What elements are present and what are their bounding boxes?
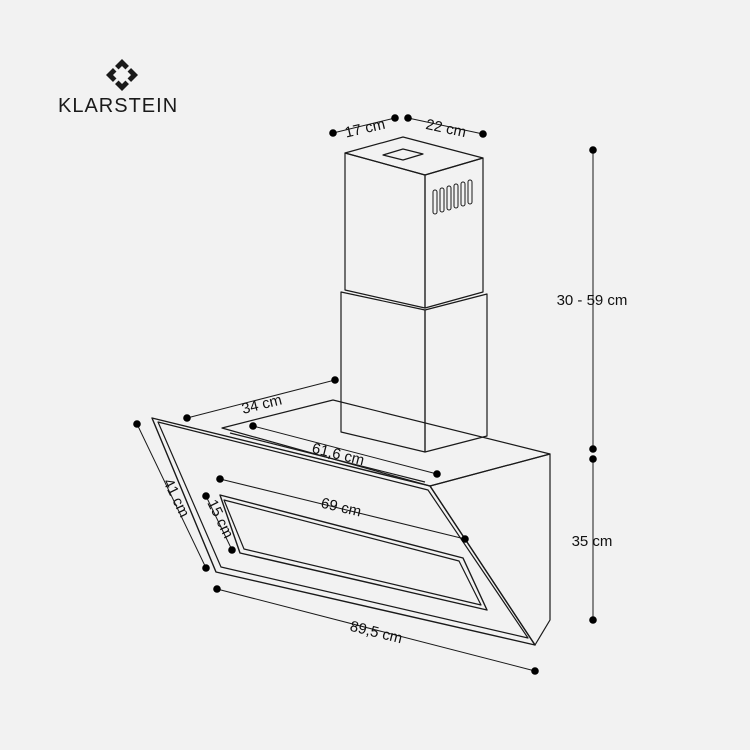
dim-endpoint bbox=[249, 422, 257, 430]
dim-line-glass-height bbox=[205, 495, 233, 551]
dim-endpoint bbox=[183, 414, 191, 422]
dim-endpoint bbox=[589, 445, 597, 453]
dim-endpoint bbox=[531, 667, 539, 675]
dim-endpoint bbox=[461, 535, 469, 543]
dim-line-hood-width-top bbox=[252, 425, 438, 475]
chimney-upper bbox=[344, 136, 484, 309]
hood-side-panel bbox=[429, 453, 551, 646]
dim-endpoint bbox=[329, 129, 337, 137]
dim-endpoint bbox=[589, 616, 597, 624]
dim-line-chimney-depth bbox=[332, 117, 396, 134]
label-glass-width: 69 cm bbox=[319, 495, 363, 521]
dim-endpoint bbox=[216, 475, 224, 483]
dim-endpoint bbox=[133, 420, 141, 428]
dim-line-glass-width bbox=[219, 478, 466, 540]
label-hood-height: 35 cm bbox=[572, 533, 613, 550]
dim-endpoint bbox=[391, 114, 399, 122]
dim-endpoint bbox=[228, 546, 236, 554]
dim-endpoint bbox=[202, 492, 210, 500]
dim-line-panel-height bbox=[136, 423, 207, 569]
dim-line-chimney-width bbox=[407, 117, 484, 135]
dim-endpoint bbox=[589, 455, 597, 463]
dim-endpoint bbox=[202, 564, 210, 572]
dim-endpoint bbox=[589, 146, 597, 154]
dim-endpoint bbox=[404, 114, 412, 122]
label-chimney-width: 22 cm bbox=[424, 116, 468, 141]
brand-name: KLARSTEIN bbox=[58, 95, 179, 117]
label-hood-width-top: 61,6 cm bbox=[310, 440, 366, 469]
glass-panel bbox=[151, 417, 536, 646]
klarstein-logo-icon bbox=[106, 59, 138, 91]
chimney-lower bbox=[340, 291, 488, 453]
dim-endpoint bbox=[479, 130, 487, 138]
label-chimney-height: 30 - 59 cm bbox=[557, 292, 628, 309]
chimney-vent bbox=[432, 179, 473, 215]
dim-line-total-width bbox=[216, 588, 536, 672]
dim-endpoint bbox=[433, 470, 441, 478]
dim-endpoint bbox=[213, 585, 221, 593]
label-chimney-depth: 17 cm bbox=[343, 116, 387, 142]
label-total-width: 89,5 cm bbox=[348, 618, 404, 647]
label-panel-height: 41 cm bbox=[159, 476, 192, 520]
dim-endpoint bbox=[331, 376, 339, 384]
dim-line-hood-depth bbox=[186, 379, 336, 419]
brand-logo: KLARSTEIN bbox=[58, 58, 198, 128]
